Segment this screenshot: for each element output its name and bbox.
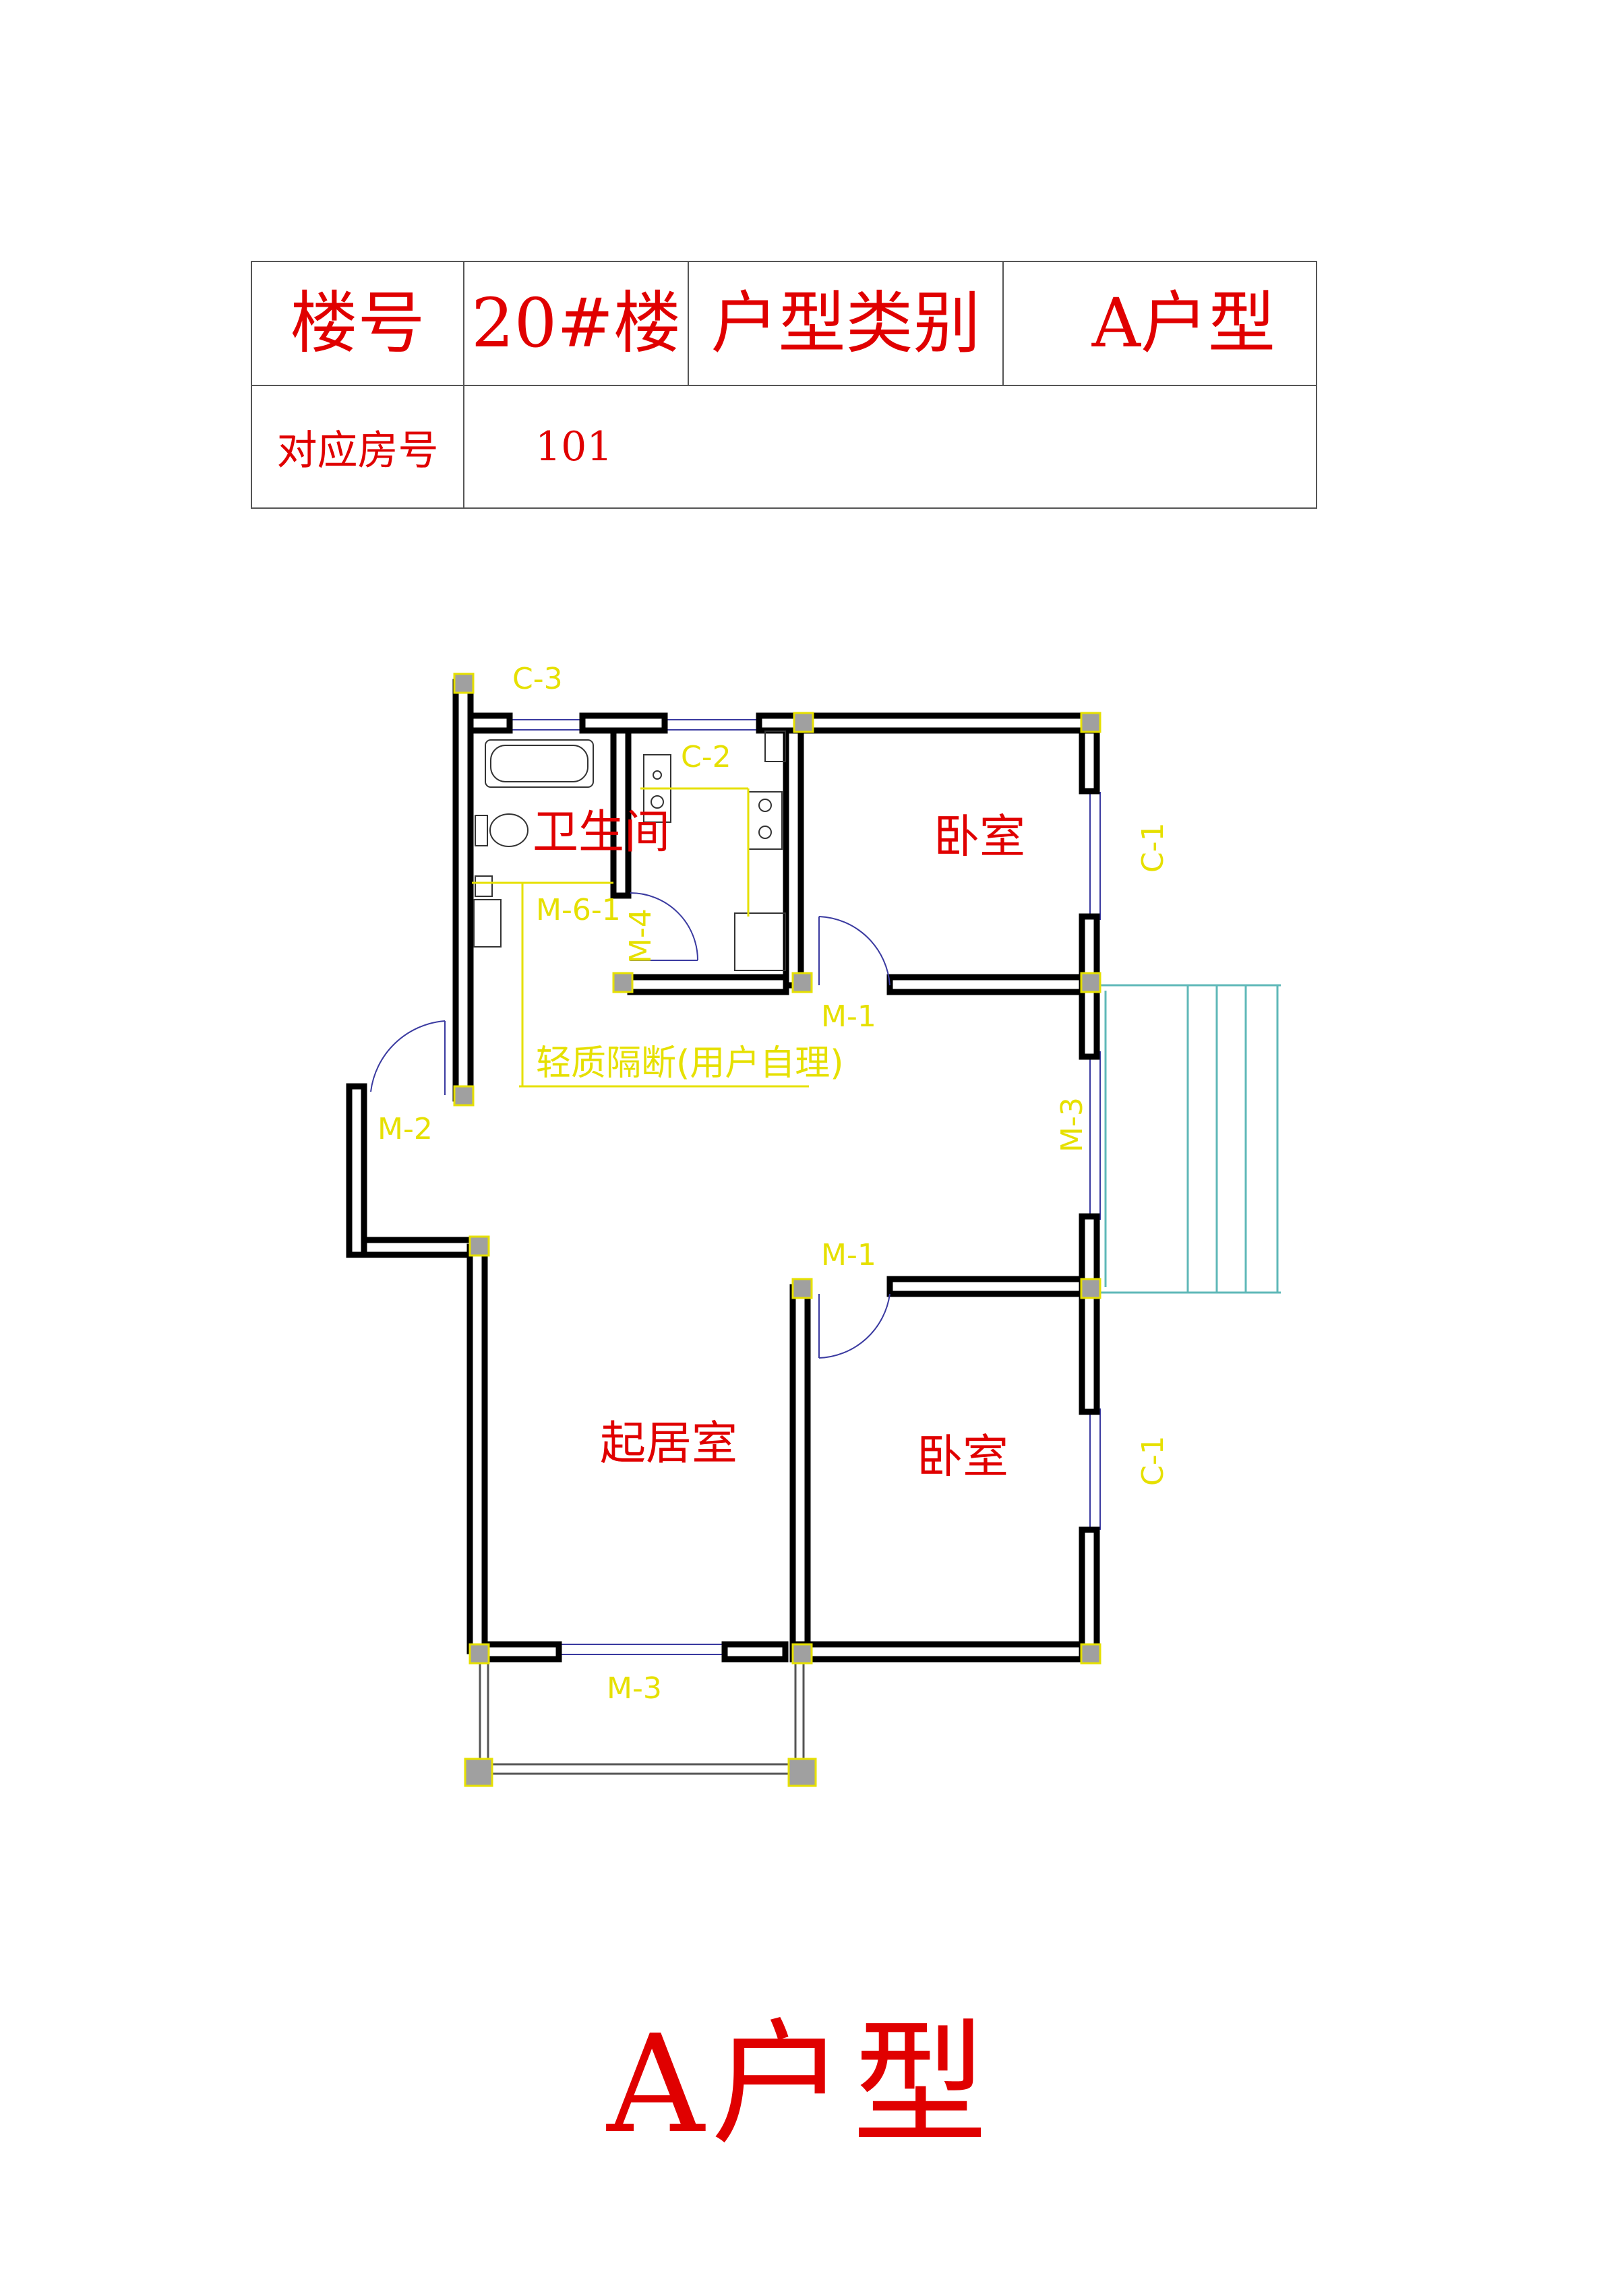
marker-m2: M-2: [377, 1112, 433, 1146]
footer-title: A户型: [607, 2006, 994, 2163]
marker-m1-bottom: M-1: [821, 1238, 876, 1272]
marker-m3-bottom: M-3: [607, 1671, 662, 1706]
walls: [346, 679, 1100, 1663]
marker-c1-top: C-1: [1136, 822, 1170, 873]
marker-c2: C-2: [681, 740, 731, 774]
marker-m1-top: M-1: [821, 999, 876, 1034]
bedroom-bottom-label: 卧室: [917, 1431, 1008, 1484]
balcony: [479, 1661, 805, 1775]
structural-columns: [453, 673, 1101, 1787]
windows: [499, 719, 1101, 1655]
footer: A户型: [0, 1975, 1601, 2170]
yellow-guides: [472, 787, 809, 1088]
type-value: A户型: [1002, 261, 1317, 386]
exterior-stairs: [1095, 984, 1281, 1294]
marker-c3: C-3: [512, 662, 563, 696]
building-value: 20#楼: [463, 261, 689, 386]
bathroom-label: 卫生间: [533, 806, 670, 859]
room-value: 101: [463, 385, 1317, 509]
marker-m4: M-4: [624, 908, 658, 964]
room-label: 对应房号: [251, 385, 464, 509]
type-label: 户型类别: [688, 261, 1004, 386]
marker-c1-bottom: C-1: [1136, 1435, 1170, 1486]
building-label: 楼号: [251, 261, 464, 386]
info-table: 楼号 20#楼 户型类别 A户型 对应房号 101: [251, 261, 1317, 509]
door-swings: [370, 892, 890, 1359]
marker-m6: M-6-1: [536, 893, 621, 927]
partition-note: 轻质隔断(用户自理): [536, 1043, 844, 1084]
marker-m3-right: M-3: [1055, 1097, 1089, 1152]
living-room-label: 起居室: [600, 1417, 737, 1470]
bedroom-top-label: 卧室: [934, 811, 1025, 864]
